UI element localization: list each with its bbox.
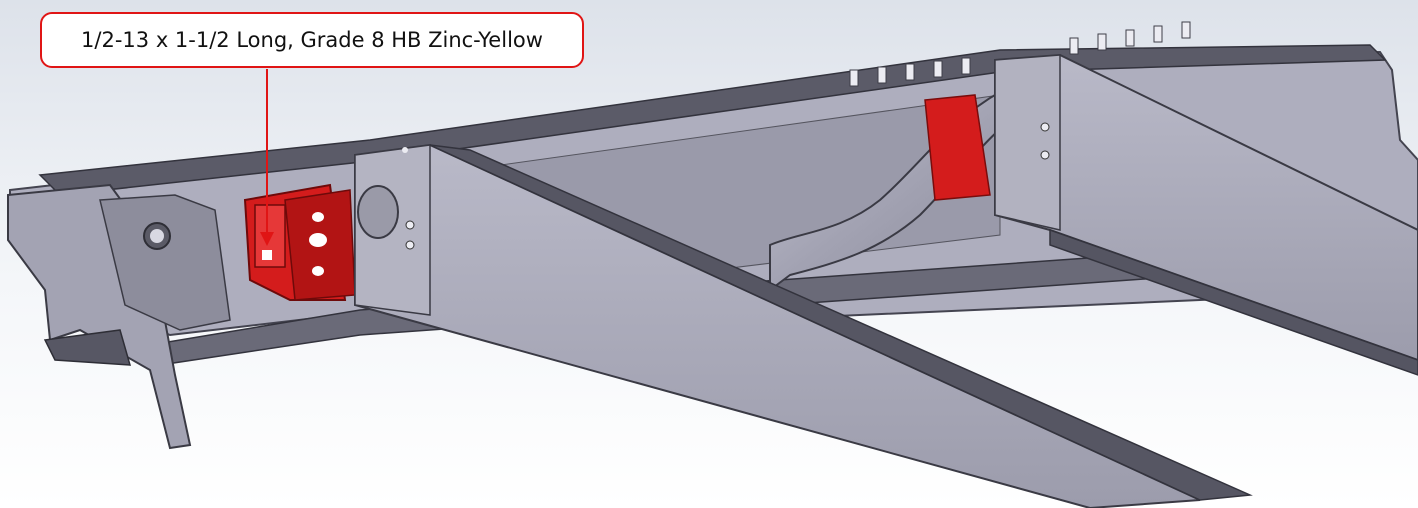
top-slot-pattern <box>849 21 1191 87</box>
callout-leader <box>260 69 274 246</box>
left-frame-rail <box>354 143 1253 508</box>
right-highlight-bracket <box>924 94 991 201</box>
bolt-callout-text: 1/2-13 x 1-1/2 Long, Grade 8 HB Zinc-Yel… <box>81 28 543 52</box>
left-end-cap <box>7 183 231 450</box>
right-frame-rail <box>994 53 1418 376</box>
highlighted-bolt-bracket <box>243 183 356 301</box>
bolt-callout-label: 1/2-13 x 1-1/2 Long, Grade 8 HB Zinc-Yel… <box>40 12 584 68</box>
